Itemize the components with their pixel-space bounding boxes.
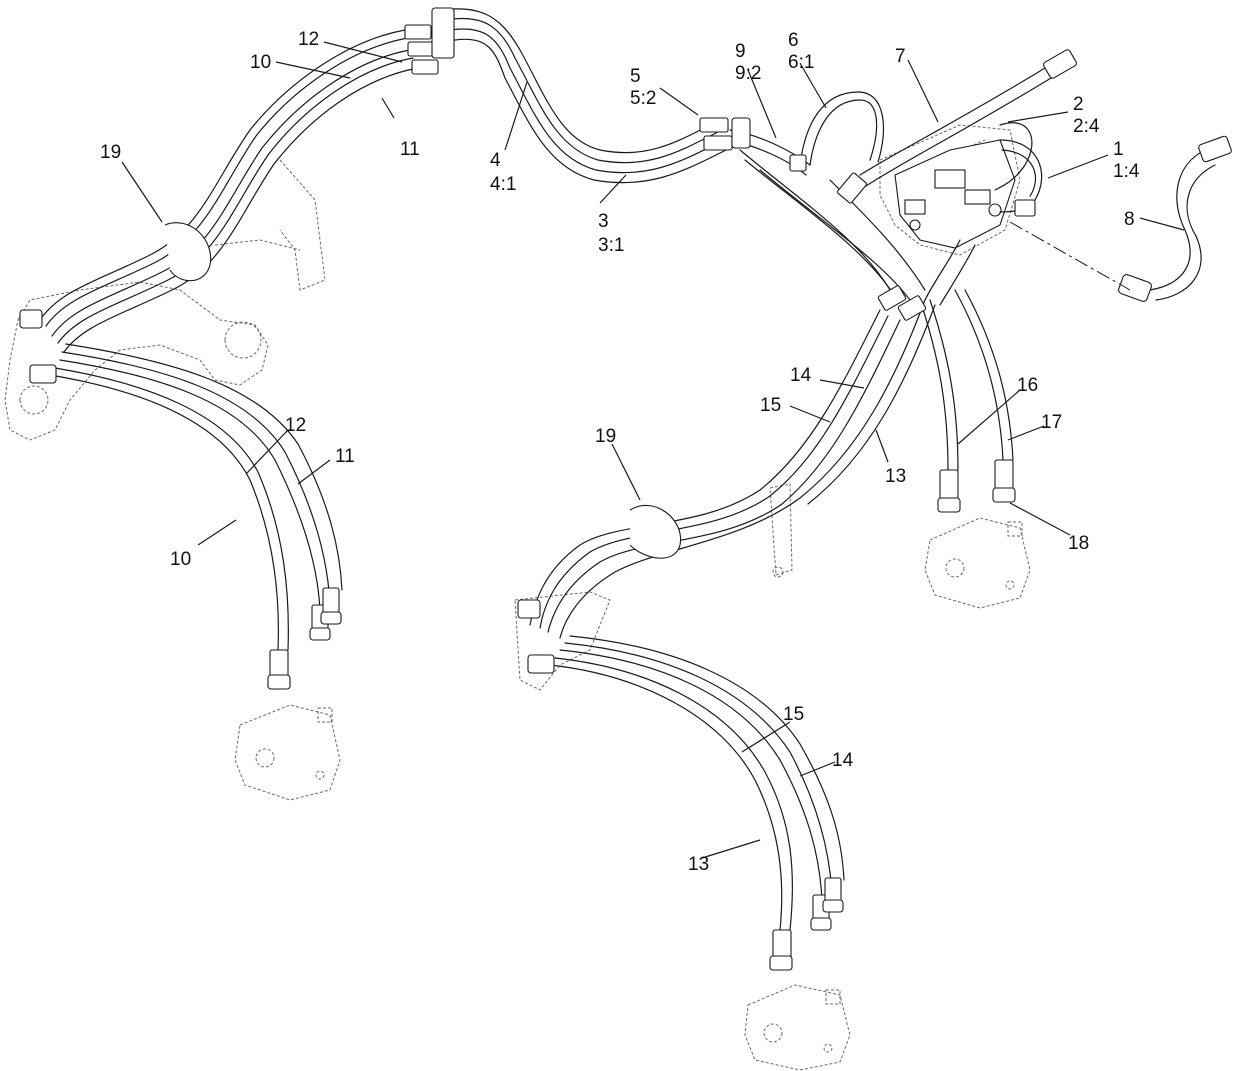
callout-3: 3 3:1: [598, 211, 624, 256]
hose-11-upper: [51, 49, 414, 344]
callout-13-lower: 13: [688, 854, 709, 875]
assembly-center-line: [1009, 221, 1131, 291]
hose-17: [954, 289, 1014, 461]
tube-3: [449, 28, 725, 174]
hose-16: [919, 299, 959, 471]
callout-9: 9 9:2: [735, 41, 761, 84]
callout-18: 18: [1068, 533, 1089, 554]
callout-12-lower: 12: [285, 415, 306, 436]
hose-end-fittings: [19, 7, 1232, 971]
hose-15-lower: [559, 642, 833, 901]
tube-6: [799, 91, 884, 166]
hose-12-lower: [59, 351, 331, 611]
callout-7: 7: [895, 46, 906, 67]
hose-14-upper: [529, 309, 889, 629]
callout-labels: 1 1:4 2 2:4 3 3:1 4 4:1 5 5:2 6 6:1 7 8 …: [100, 29, 1140, 875]
tube-5: [454, 38, 727, 184]
phantom-motor-right: [924, 517, 1031, 609]
callout-17: 17: [1041, 412, 1062, 433]
callout-19-upper: 19: [100, 142, 121, 163]
tube-2: [994, 122, 1033, 191]
callout-10-lower: 10: [170, 549, 191, 570]
hose-14-lower: [569, 635, 845, 881]
clamp-19-lower: [629, 504, 682, 559]
callout-12-upper: 12: [298, 29, 319, 50]
hose-12-upper: [63, 67, 419, 353]
callout-6: 6 6:1: [788, 30, 814, 73]
hose-11-lower: [65, 343, 343, 591]
control-valve-block: [894, 139, 1016, 249]
callout-15-upper: 15: [760, 395, 781, 416]
callout-16: 16: [1017, 375, 1038, 396]
callout-14-upper: 14: [790, 365, 812, 386]
leader-lines: [121, 41, 1185, 859]
hose-10-upper: [39, 29, 409, 327]
callout-13-upper: 13: [885, 466, 906, 487]
hose-13-lower: [549, 657, 793, 931]
callout-14-lower: 14: [832, 750, 854, 771]
hose-15-upper: [547, 319, 901, 633]
callout-19-lower: 19: [595, 426, 616, 447]
hose-10-lower: [49, 367, 289, 651]
callout-8: 8: [1124, 209, 1135, 230]
callout-1: 1 1:4: [1113, 139, 1140, 182]
phantom-frame-left: [4, 159, 326, 441]
tube-1: [999, 139, 1043, 213]
phantom-motor-bottom: [744, 984, 851, 1071]
hose-13-upper: [559, 299, 936, 639]
hose-7: [859, 64, 1057, 187]
callout-15-lower: 15: [783, 704, 804, 725]
callout-5: 5 5:2: [630, 66, 656, 109]
phantom-motor-left: [234, 704, 341, 801]
hose-8: [1149, 149, 1216, 301]
tube-4: [439, 8, 723, 164]
callout-2: 2 2:4: [1073, 94, 1100, 137]
callout-11-upper: 11: [400, 139, 420, 160]
callout-10-upper: 10: [250, 52, 271, 73]
callout-11-lower: 11: [335, 446, 355, 467]
clamp-19-upper: [164, 222, 212, 282]
callout-4: 4 4:1: [490, 150, 516, 195]
phantom-mid-bracket: [514, 483, 793, 691]
